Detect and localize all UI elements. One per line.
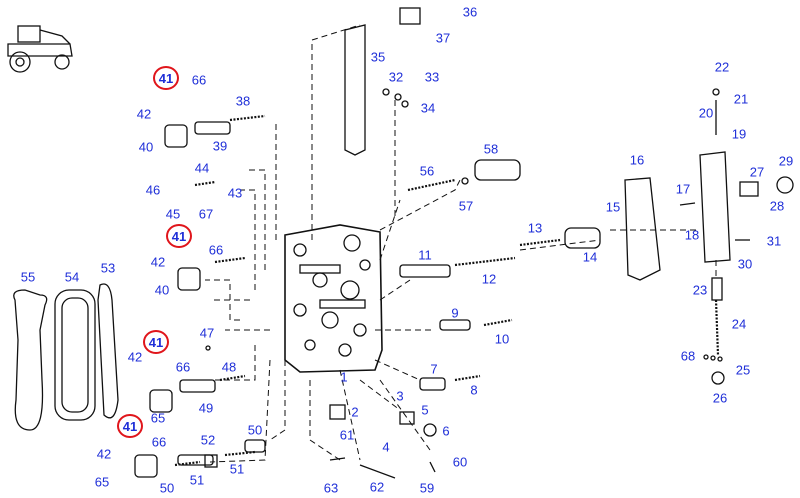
- part-label[interactable]: 2: [351, 404, 359, 420]
- part-label[interactable]: 51: [229, 461, 245, 477]
- part-label[interactable]: 66: [208, 242, 224, 258]
- part-label[interactable]: 62: [369, 479, 385, 495]
- part-label[interactable]: 29: [778, 153, 794, 169]
- part-label[interactable]: 4: [382, 439, 390, 455]
- part-label[interactable]: 65: [150, 410, 166, 426]
- part-label[interactable]: 58: [483, 141, 499, 157]
- part-label[interactable]: 32: [388, 69, 404, 85]
- part-label[interactable]: 17: [675, 181, 691, 197]
- part-label[interactable]: 15: [605, 199, 621, 215]
- part-label[interactable]: 40: [138, 139, 154, 155]
- part-label[interactable]: 3: [396, 388, 404, 404]
- part-label[interactable]: 10: [494, 331, 510, 347]
- part-label[interactable]: 67: [198, 206, 214, 222]
- part-label[interactable]: 16: [629, 152, 645, 168]
- part-label[interactable]: 56: [419, 163, 435, 179]
- part-label[interactable]: 21: [733, 91, 749, 107]
- part-label[interactable]: 66: [151, 434, 167, 450]
- gaskets: [13, 7, 731, 431]
- part-label[interactable]: 26: [712, 390, 728, 406]
- part-label[interactable]: 9: [451, 305, 459, 321]
- part-label[interactable]: 12: [481, 271, 497, 287]
- part-label[interactable]: 37: [435, 30, 451, 46]
- part-label[interactable]: 47: [199, 325, 215, 341]
- part-label[interactable]: 27: [749, 164, 765, 180]
- part-label[interactable]: 49: [198, 400, 214, 416]
- part-label[interactable]: 63: [323, 480, 339, 496]
- part-label[interactable]: 66: [175, 359, 191, 375]
- valve-spools: [134, 121, 794, 478]
- part-label[interactable]: 42: [96, 446, 112, 462]
- part-label[interactable]: 60: [452, 454, 468, 470]
- part-label[interactable]: 68: [680, 348, 696, 364]
- highlighted-part-label[interactable]: 41: [117, 414, 143, 438]
- tractor-icon: [7, 25, 73, 73]
- part-label[interactable]: 19: [731, 126, 747, 142]
- part-label[interactable]: 50: [159, 480, 175, 496]
- highlighted-part-label[interactable]: 41: [166, 224, 192, 248]
- part-label[interactable]: 42: [136, 106, 152, 122]
- part-label[interactable]: 18: [684, 227, 700, 243]
- valve-body: [284, 224, 383, 373]
- part-label[interactable]: 39: [212, 138, 228, 154]
- part-label[interactable]: 48: [221, 359, 237, 375]
- part-label[interactable]: 31: [766, 233, 782, 249]
- part-label[interactable]: 42: [127, 349, 143, 365]
- part-label[interactable]: 7: [430, 361, 438, 377]
- leader-lines: [205, 24, 717, 463]
- part-label[interactable]: 52: [200, 432, 216, 448]
- part-label[interactable]: 53: [100, 260, 116, 276]
- part-label[interactable]: 57: [458, 198, 474, 214]
- part-label[interactable]: 40: [154, 282, 170, 298]
- part-label[interactable]: 65: [94, 474, 110, 490]
- part-label[interactable]: 66: [191, 72, 207, 88]
- part-label[interactable]: 50: [247, 422, 263, 438]
- part-label[interactable]: 5: [421, 402, 429, 418]
- part-label[interactable]: 28: [769, 198, 785, 214]
- part-label[interactable]: 61: [339, 427, 355, 443]
- screws: [205, 88, 750, 479]
- part-label[interactable]: 36: [462, 4, 478, 20]
- part-label[interactable]: 35: [370, 49, 386, 65]
- part-label[interactable]: 55: [20, 269, 36, 285]
- part-label[interactable]: 1: [340, 369, 348, 385]
- part-label[interactable]: 24: [731, 316, 747, 332]
- springs: [174, 114, 720, 467]
- part-label[interactable]: 30: [737, 256, 753, 272]
- part-label[interactable]: 23: [692, 282, 708, 298]
- part-label[interactable]: 59: [419, 480, 435, 496]
- part-label[interactable]: 11: [418, 247, 432, 263]
- part-label[interactable]: 33: [424, 69, 440, 85]
- part-label[interactable]: 14: [582, 249, 598, 265]
- part-label[interactable]: 46: [145, 182, 161, 198]
- part-label[interactable]: 44: [194, 160, 210, 176]
- part-label[interactable]: 51: [189, 472, 205, 488]
- highlighted-part-label[interactable]: 41: [153, 66, 179, 90]
- part-label[interactable]: 45: [165, 206, 181, 222]
- part-label[interactable]: 54: [64, 269, 80, 285]
- part-label[interactable]: 43: [227, 185, 243, 201]
- part-label[interactable]: 25: [735, 362, 751, 378]
- part-label[interactable]: 34: [420, 100, 436, 116]
- part-label[interactable]: 42: [150, 254, 166, 270]
- part-label[interactable]: 8: [470, 382, 478, 398]
- part-label[interactable]: 38: [235, 93, 251, 109]
- part-label[interactable]: 22: [714, 59, 730, 75]
- highlighted-part-label[interactable]: 41: [143, 330, 169, 354]
- part-label[interactable]: 6: [442, 423, 450, 439]
- part-label[interactable]: 20: [698, 105, 714, 121]
- part-label[interactable]: 13: [527, 220, 543, 236]
